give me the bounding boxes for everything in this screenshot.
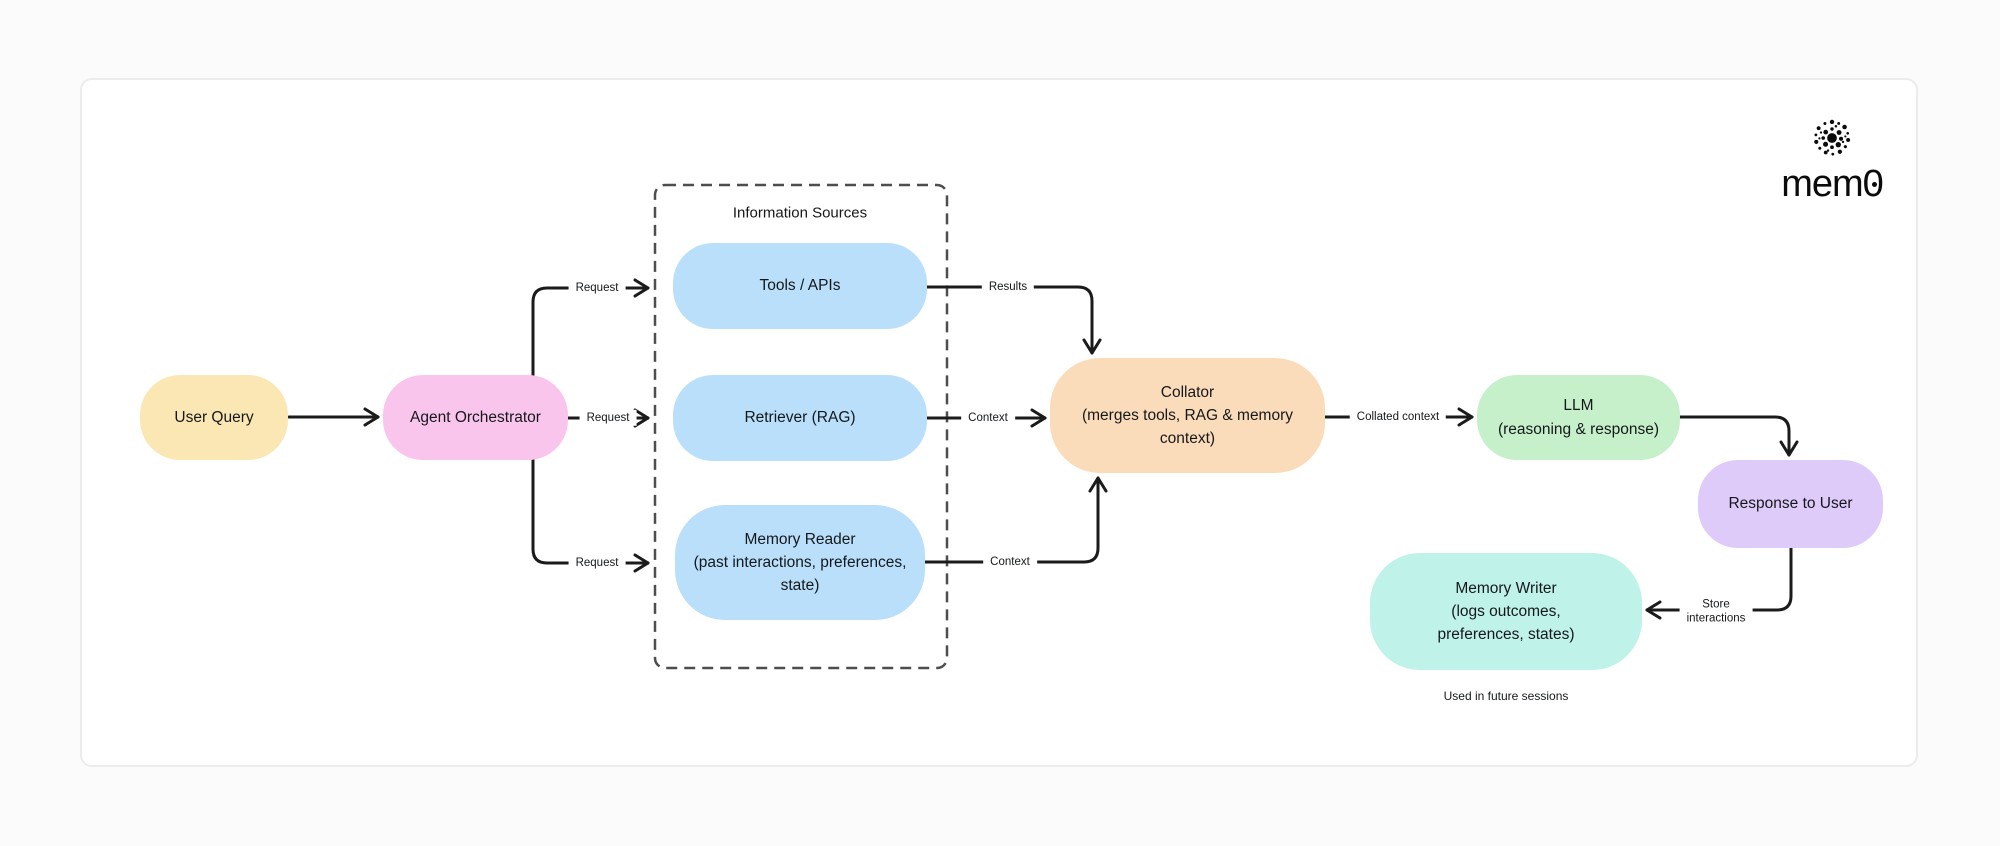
- information-sources-title: Information Sources: [732, 204, 868, 222]
- mem0-logo-text: mem0: [1781, 163, 1884, 205]
- edge-label-request-retriever: Request: [579, 409, 637, 427]
- mem0-logo-dots-icon: [1814, 119, 1851, 156]
- node-response-to-user: Response to User: [1698, 460, 1883, 548]
- node-user-query: User Query: [140, 375, 288, 460]
- edge-label-context-memory-reader: Context: [983, 553, 1037, 571]
- node-agent-orchestrator: Agent Orchestrator: [383, 375, 568, 460]
- node-retriever-rag: Retriever (RAG): [673, 375, 927, 461]
- edge-label-store-interactions: Store interactions: [1679, 596, 1753, 628]
- edge-label-context-retriever: Context: [961, 409, 1015, 427]
- node-llm: LLM (reasoning & response): [1477, 375, 1680, 460]
- edge-label-results: Results: [981, 278, 1035, 296]
- edge-label-request-tools: Request: [568, 279, 626, 297]
- edge-label-request-memory-reader: Request: [568, 554, 626, 572]
- node-collator: Collator (merges tools, RAG & memory con…: [1050, 358, 1325, 473]
- edge-label-collated-context: Collated context: [1349, 408, 1447, 426]
- node-tools-apis: Tools / APIs: [673, 243, 927, 329]
- node-memory-reader: Memory Reader (past interactions, prefer…: [675, 505, 925, 620]
- mem0-logo: mem0: [1770, 116, 1894, 208]
- node-memory-writer: Memory Writer (logs outcomes, preference…: [1370, 553, 1642, 670]
- memory-writer-caption: Used in future sessions: [1443, 689, 1569, 703]
- mem0-logo-zero-dot: [1871, 182, 1877, 187]
